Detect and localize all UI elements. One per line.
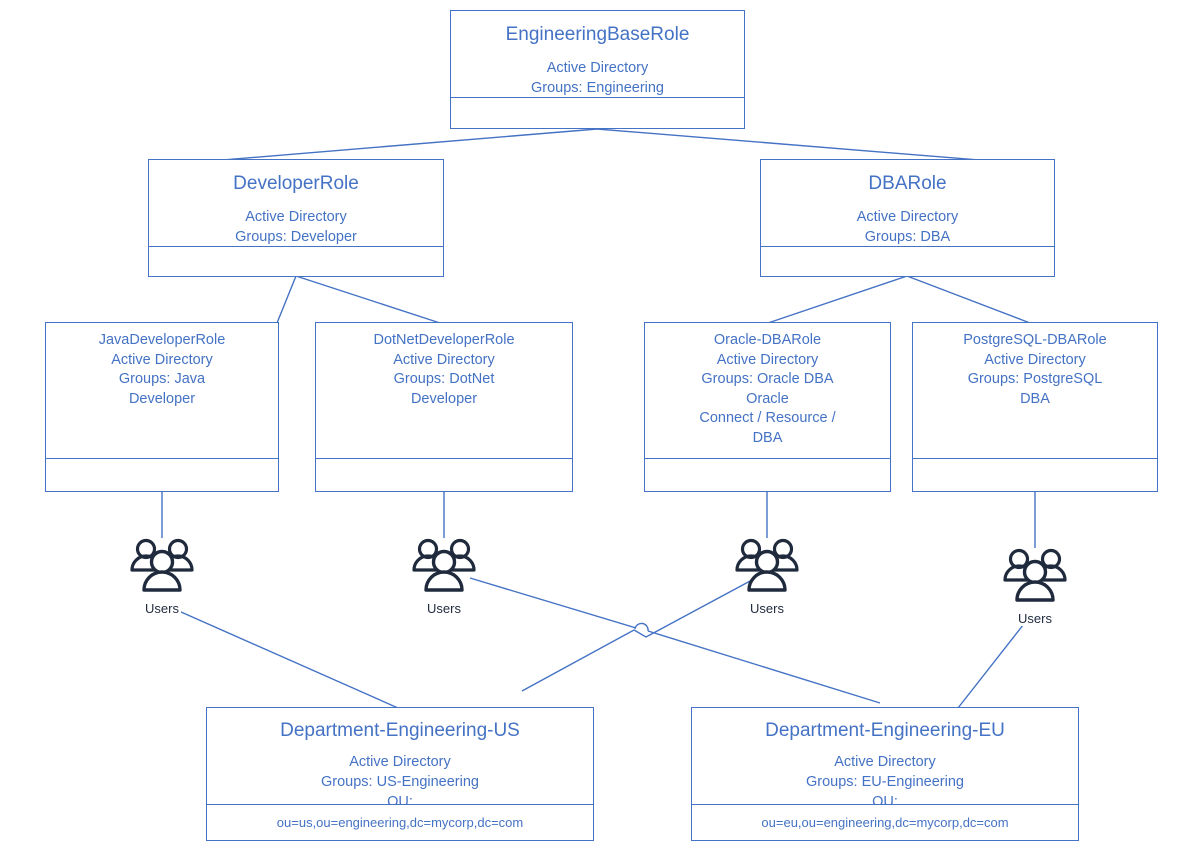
actor-users-dotnet[interactable]: Users [407, 536, 481, 616]
node-developer-role[interactable]: DeveloperRole Active Directory Groups: D… [148, 159, 444, 277]
node-title: EngineeringBaseRole [505, 24, 690, 45]
node-distinguished-name: ou=us,ou=engineering,dc=mycorp,dc=com [276, 814, 524, 830]
node-lower-compartment [451, 98, 744, 128]
edge-line-hop [634, 622, 649, 632]
edge-dba-to-oracle [767, 275, 908, 324]
node-dotnet-developer-role[interactable]: DotNetDeveloperRole Active Directory Gro… [315, 322, 573, 492]
actor-caption: Users [748, 601, 786, 616]
users-icon [130, 538, 194, 592]
node-upper-compartment: Department-Engineering-EU Active Directo… [692, 708, 1078, 804]
node-dba-role[interactable]: DBARole Active Directory Groups: DBA [760, 159, 1055, 277]
users-icon [412, 538, 476, 592]
node-subtitle: Active Directory Groups: Engineering [531, 60, 664, 96]
node-subtitle: Active Directory Groups: EU-Engineering … [806, 754, 964, 804]
node-divider [645, 458, 890, 459]
node-upper-compartment: EngineeringBaseRole Active Directory Gro… [451, 11, 744, 97]
node-title: Department-Engineering-US [280, 720, 520, 741]
node-title: DBARole [868, 173, 947, 194]
actor-caption: Users [143, 601, 181, 616]
node-divider [692, 803, 1078, 805]
node-body: JavaDeveloperRole Active Directory Group… [98, 332, 226, 407]
node-divider [149, 245, 443, 247]
node-body: Oracle-DBARole Active Directory Groups: … [699, 332, 836, 446]
node-oracle-dba-role[interactable]: Oracle-DBARole Active Directory Groups: … [644, 322, 891, 492]
node-divider [451, 97, 744, 99]
node-postgresql-dba-role[interactable]: PostgreSQL-DBARole Active Directory Grou… [912, 322, 1158, 492]
node-lower-compartment [46, 459, 278, 491]
edge-users-postgresql-to-dept-eu [957, 619, 1028, 709]
node-divider [761, 245, 1054, 247]
node-lower-compartment [149, 247, 443, 276]
node-divider [207, 803, 593, 805]
node-upper-compartment: PostgreSQL-DBARole Active Directory Grou… [913, 323, 1157, 458]
edge-users-java-to-dept-us [171, 607, 399, 709]
node-divider [46, 458, 278, 459]
actor-caption: Users [425, 601, 463, 616]
node-lower-compartment [645, 459, 890, 491]
edge-users-dotnet-to-dept-eu [469, 577, 881, 704]
actor-users-oracle[interactable]: Users [730, 536, 804, 616]
node-body: DotNetDeveloperRole Active Directory Gro… [373, 332, 515, 407]
node-lower-compartment [316, 459, 572, 491]
node-divider [316, 458, 572, 459]
actor-users-postgresql[interactable]: Users [998, 546, 1072, 626]
actor-users-java[interactable]: Users [125, 536, 199, 616]
node-divider [913, 458, 1157, 459]
node-lower-compartment [913, 459, 1157, 491]
node-subtitle: Active Directory Groups: US-Engineering … [321, 754, 479, 804]
node-department-engineering-eu[interactable]: Department-Engineering-EU Active Directo… [691, 707, 1079, 841]
node-upper-compartment: DotNetDeveloperRole Active Directory Gro… [316, 323, 572, 458]
node-upper-compartment: Department-Engineering-US Active Directo… [207, 708, 593, 804]
users-icon [1003, 548, 1067, 602]
edge-dba-to-postgresql [906, 275, 1031, 324]
node-upper-compartment: DBARole Active Directory Groups: DBA [761, 160, 1054, 246]
node-title: DeveloperRole [233, 173, 359, 194]
node-engineering-base-role[interactable]: EngineeringBaseRole Active Directory Gro… [450, 10, 745, 129]
node-subtitle: Active Directory Groups: Developer [235, 209, 357, 245]
edge-developer-to-java [276, 275, 297, 324]
actor-caption: Users [1016, 611, 1054, 626]
node-upper-compartment: JavaDeveloperRole Active Directory Group… [46, 323, 278, 458]
node-subtitle: Active Directory Groups: DBA [856, 209, 959, 245]
node-department-engineering-us[interactable]: Department-Engineering-US Active Directo… [206, 707, 594, 841]
node-body: PostgreSQL-DBARole Active Directory Grou… [963, 332, 1107, 407]
node-java-developer-role[interactable]: JavaDeveloperRole Active Directory Group… [45, 322, 279, 492]
edge-developer-to-dotnet [295, 275, 441, 324]
node-distinguished-name: ou=eu,ou=engineering,dc=mycorp,dc=com [761, 814, 1009, 830]
node-title: Department-Engineering-EU [765, 720, 1005, 741]
users-icon [735, 538, 799, 592]
node-upper-compartment: DeveloperRole Active Directory Groups: D… [149, 160, 443, 246]
node-upper-compartment: Oracle-DBARole Active Directory Groups: … [645, 323, 890, 458]
node-lower-compartment [761, 247, 1054, 276]
edge-users-oracle-to-dept-us [521, 579, 753, 692]
